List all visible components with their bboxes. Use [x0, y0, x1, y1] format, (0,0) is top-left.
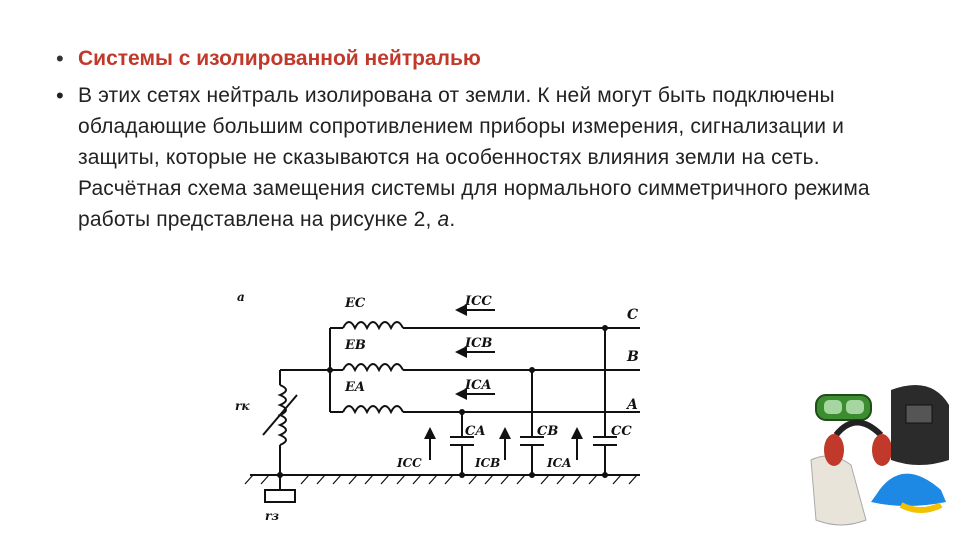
bullet-heading: • Системы с изолированной нейтралью	[54, 44, 904, 74]
phase-c: C	[627, 307, 638, 323]
bullet-dot: •	[56, 46, 64, 71]
body-end: .	[449, 208, 456, 231]
label-ec: EC	[344, 296, 366, 311]
label-icc: ICC	[464, 294, 492, 309]
rz-resistor	[264, 489, 296, 503]
body-italic: а	[437, 208, 450, 231]
circuit-diagram: а EC EB EA ICC ICB ICA C B A CA CB CC IC…	[235, 290, 640, 523]
junction-dots	[277, 325, 608, 478]
fig-label: а	[237, 290, 245, 304]
safety-equipment-image	[810, 385, 949, 526]
coil-ea	[330, 405, 640, 415]
ground-icb: ICB	[474, 456, 500, 470]
label-ica: ICA	[464, 378, 492, 393]
phase-b: B	[626, 349, 639, 365]
label-rk: rк	[235, 399, 250, 413]
label-rz: rз	[265, 509, 279, 523]
heading-text: Системы с изолированной нейтралью	[78, 47, 481, 70]
cap-cb: CB	[537, 424, 558, 439]
label-eb: EB	[344, 338, 366, 353]
body-text: В этих сетях нейтраль изолирована от зем…	[78, 84, 870, 231]
coil-ec	[330, 321, 640, 331]
cap-cc: CC	[611, 424, 632, 439]
slide-text: • Системы с изолированной нейтралью • В …	[54, 44, 904, 235]
rk-variable-arrow	[262, 394, 298, 436]
label-icb: ICB	[464, 336, 492, 351]
ground-hatch	[244, 474, 638, 485]
ground-ica: ICA	[546, 456, 571, 470]
bullet-body: • В этих сетях нейтраль изолирована от з…	[54, 80, 904, 235]
ground-icc: ICC	[396, 456, 422, 470]
label-ea: EA	[344, 380, 365, 395]
phase-a: A	[625, 397, 638, 413]
cap-ca: CA	[465, 424, 485, 439]
bullet-dot: •	[56, 83, 64, 108]
coil-eb	[330, 363, 640, 373]
